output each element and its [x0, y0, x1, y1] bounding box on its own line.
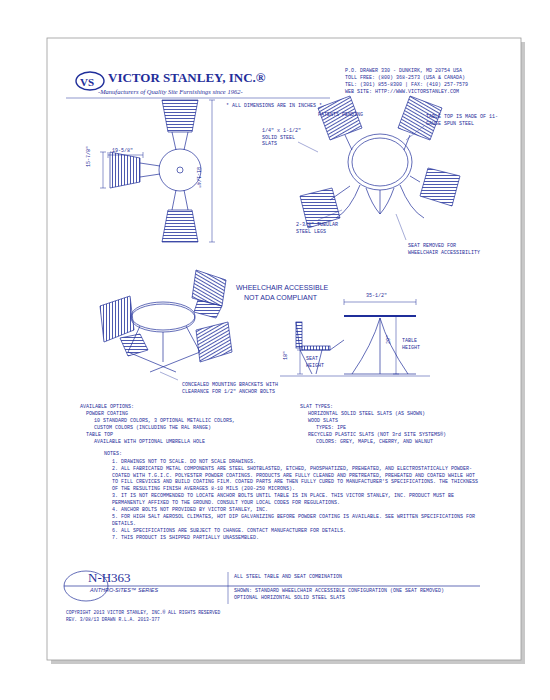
- dimension: 29": [386, 335, 393, 344]
- heading-label: WHEELCHAIR ACCESSIBLE: [236, 283, 328, 292]
- address-line: WEB SITE: HTTP://WWW.VICTORSTANLEY.COM: [345, 89, 459, 96]
- note: 4. ANCHOR BOLTS NOT PROVIDED BY VICTOR S…: [112, 507, 482, 514]
- copyright: COPYRIGHT 2013 VICTOR STANLEY, INC.® ALL…: [66, 610, 220, 616]
- callout-label: TABLE TOP IS MADE OF 11-GAUGE SPUN STEEL: [426, 114, 498, 127]
- callout-label: CONCEALED MOUNTING BRACKETS WITH CLEARAN…: [182, 382, 278, 395]
- revision: REV. 3/08/13 DRAWN R.L.A. 2013-377: [66, 617, 160, 623]
- title-description: SHOWN: STANDARD WHEELCHAIR ACCESSIBLE CO…: [234, 588, 444, 595]
- callout-label: 1/4" x 1-1/2" SOLID STEEL SLATS: [262, 128, 312, 148]
- slat-item: RECYCLED PLASTIC SLATS (NOT 3rd SITE SYS…: [308, 432, 446, 439]
- heading-label: NOT ADA COMPLIANT: [244, 293, 317, 302]
- address-line: TOLL FREE: (800) 368-2573 (USA & CANADA): [345, 75, 465, 82]
- title-description: ALL STEEL TABLE AND SEAT COMBINATION: [234, 574, 342, 581]
- dimension-label: SEAT HEIGHT: [306, 356, 330, 369]
- dimension: 18": [283, 351, 290, 360]
- dimension-note: * ALL DIMENSIONS ARE IN INCHES *: [226, 103, 322, 110]
- dimension-label: TABLE HEIGHT: [402, 338, 428, 351]
- note: 5. FOR HIGH SALT AEROSOL CLIMATES, HOT D…: [112, 514, 482, 527]
- notes-heading: NOTES:: [104, 451, 122, 458]
- note: 6. ALL SPECIFICATIONS ARE SUBJECT TO CHA…: [112, 528, 482, 535]
- options-item: TABLE TOP: [86, 432, 113, 439]
- slat-item: COLORS: GREY, MAPLE, CHERRY, AND WALNUT: [316, 439, 433, 446]
- options-item: AVAILABLE WITH OPTIONAL UMBRELLA HOLE: [94, 439, 205, 446]
- dimension: 35-1/2": [366, 293, 387, 300]
- dimension: 15-7/8": [86, 146, 93, 167]
- model-number: N-H363: [88, 571, 226, 585]
- dimension: 81-1/4": [195, 167, 202, 188]
- options-item: CUSTOM COLORS (INCLUDING THE RAL RANGE): [94, 425, 211, 432]
- slat-item: WOOD SLATS: [308, 418, 338, 425]
- logo-text: VS: [80, 75, 94, 89]
- title-description: OPTIONAL HORIZONTAL SOLID STEEL SLATS: [234, 595, 345, 602]
- slat-item: HORIZONTAL SOLID STEEL SLATS (AS SHOWN): [308, 411, 425, 418]
- options-item: POWDER COATING: [86, 411, 128, 418]
- title-block: N-H363ANTHRO-SITES™ SERIES: [66, 571, 226, 603]
- address-line: P.O. DRAWER 330 - DUNKIRK, MD 20754 USA: [345, 68, 462, 75]
- company-tagline: -Manufacturers of Quality Site Furnishin…: [98, 88, 243, 96]
- note: 1. DRAWINGS NOT TO SCALE. DO NOT SCALE D…: [112, 459, 482, 466]
- dimension: 19-5/8": [112, 148, 133, 155]
- note: 2. ALL FABRICATED METAL COMPONENTS ARE S…: [112, 466, 482, 492]
- slat-heading: SLAT TYPES:: [300, 404, 333, 411]
- address-line: TEL: (301) 855-8300 | FAX: (410) 257-757…: [345, 82, 468, 89]
- note: 3. IT IS NOT RECOMMENDED TO LOCATE ANCHO…: [112, 493, 482, 506]
- options-item: 10 STANDARD COLORS, 3 OPTIONAL METALLIC …: [94, 418, 235, 425]
- series-name: ANTHRO-SITES™ SERIES: [90, 587, 226, 594]
- callout-label: 2-3/8" TUBULAR STEEL LEGS: [296, 222, 338, 235]
- slat-item: TYPES: IPE: [316, 425, 346, 432]
- note: 7. THIS PRODUCT IS SHIPPED PARTIALLY UNA…: [112, 535, 482, 542]
- patent-note: PATENTS PENDING: [318, 112, 363, 119]
- company-name: VICTOR STANLEY, INC.®: [108, 70, 266, 87]
- callout-label: SEAT REMOVED FOR WHEELCHAIR ACCESSIBILIT…: [408, 243, 484, 256]
- options-heading: AVAILABLE OPTIONS:: [80, 404, 134, 411]
